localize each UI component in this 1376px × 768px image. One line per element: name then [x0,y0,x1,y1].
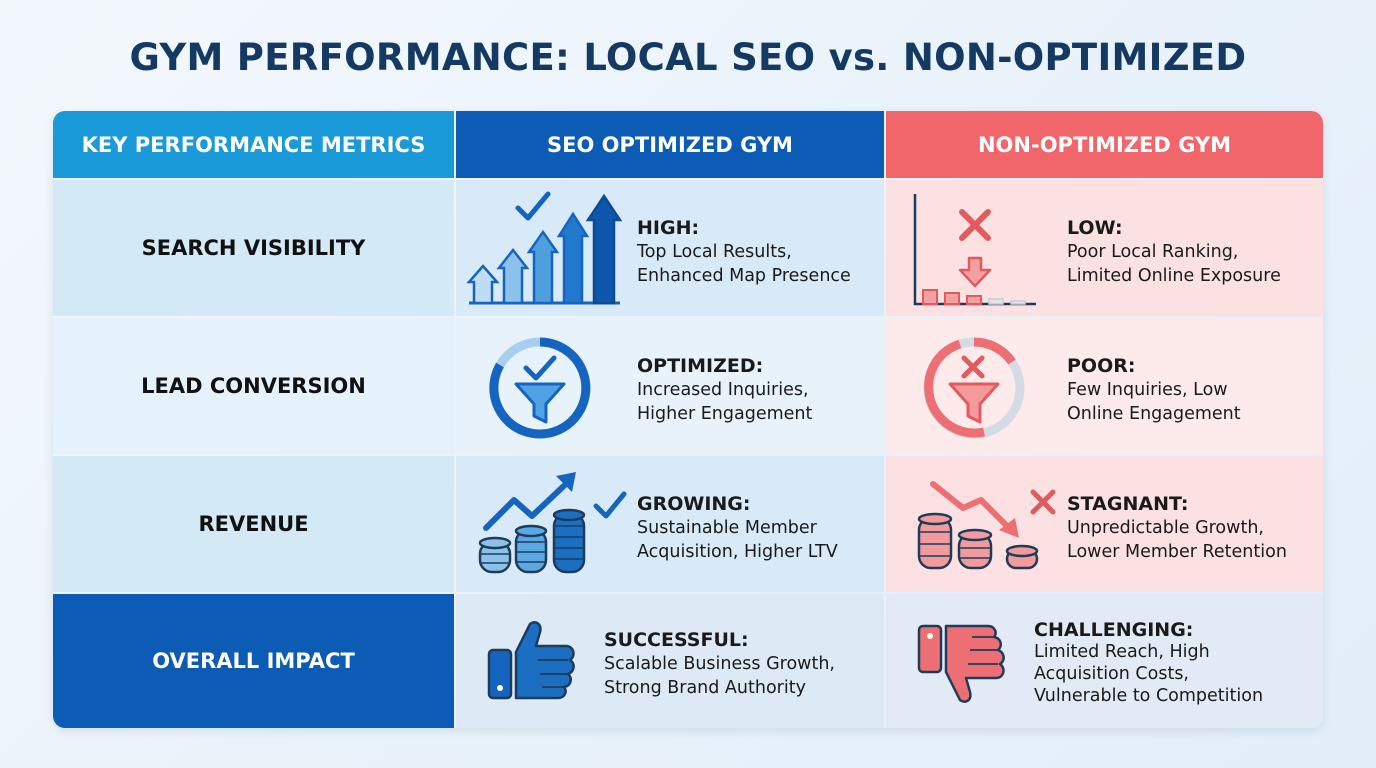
detail-line: Few Inquiries, Low [1067,380,1228,400]
status-heading: OPTIMIZED: [637,355,764,377]
seo-visibility-text: HIGH: Top Local Results, Enhanced Map Pr… [637,216,851,288]
status-heading: SUCCESSFUL: [604,629,749,651]
seo-revenue-text: GROWING: Sustainable Member Acquisition,… [637,492,838,564]
status-heading: GROWING: [637,493,751,515]
status-heading: CHALLENGING: [1034,619,1194,641]
decline-coins-x-icon [917,481,1056,570]
non-revenue-text: STAGNANT: Unpredictable Growth, Lower Me… [1067,492,1287,564]
detail-line: Acquisition Costs, [1034,664,1189,684]
status-heading: HIGH: [637,217,700,239]
seo-conversion-text: OPTIMIZED: Increased Inquiries, Higher E… [637,354,812,426]
non-conversion-text: POOR: Few Inquiries, Low Online Engageme… [1067,354,1241,426]
falling-bar-chart-x-icon [913,194,1036,306]
detail-line: Sustainable Member [637,518,817,538]
metric-label: SEARCH VISIBILITY [141,236,366,260]
rising-bar-chart-check-icon [466,191,622,305]
metric-revenue: REVENUE [53,456,454,592]
header-non-optimized: NON-OPTIMIZED GYM [886,111,1323,178]
funnel-check-ring-icon [489,337,591,439]
detail-line: Strong Brand Authority [604,678,806,698]
non-impact-text: CHALLENGING: Limited Reach, High Acquisi… [1034,619,1263,707]
detail-line: Unpredictable Growth, [1067,518,1264,538]
detail-line: Increased Inquiries, [637,380,809,400]
detail-line: Enhanced Map Presence [637,266,851,286]
page-title: GYM PERFORMANCE: LOCAL SEO vs. NON-OPTIM… [129,36,1247,79]
detail-line: Higher Engagement [637,404,813,424]
non-visibility-text: LOW: Poor Local Ranking, Limited Online … [1067,216,1281,288]
detail-line: Limited Reach, High [1034,642,1210,662]
metric-overall-impact: OVERALL IMPACT [53,594,454,728]
metric-label: OVERALL IMPACT [152,649,355,673]
detail-line: Online Engagement [1067,404,1241,424]
detail-line: Scalable Business Growth, [604,654,835,674]
detail-line: Acquisition, Higher LTV [637,542,838,562]
detail-line: Limited Online Exposure [1067,266,1281,286]
seo-impact-text: SUCCESSFUL: Scalable Business Growth, St… [604,628,835,700]
status-heading: LOW: [1067,217,1123,239]
comparison-table: KEY PERFORMANCE METRICS SEO OPTIMIZED GY… [53,111,1323,728]
status-heading: STAGNANT: [1067,493,1189,515]
detail-line: Poor Local Ranking, [1067,242,1239,262]
thumbs-down-icon [917,624,1005,703]
metric-search-visibility: SEARCH VISIBILITY [53,180,454,316]
header-seo: SEO OPTIMIZED GYM [456,111,884,178]
header-non-label: NON-OPTIMIZED GYM [977,132,1231,157]
detail-line: Vulnerable to Competition [1034,686,1264,706]
header-seo-label: SEO OPTIMIZED GYM [547,132,793,157]
detail-line: Top Local Results, [637,242,792,262]
metric-lead-conversion: LEAD CONVERSION [53,318,454,454]
growth-coins-check-icon [478,472,627,574]
thumbs-up-icon [487,621,575,700]
seo-search-visibility [456,180,884,316]
detail-line: Lower Member Retention [1067,542,1287,562]
non-revenue [886,456,1323,592]
metric-label: REVENUE [198,512,309,536]
header-metrics: KEY PERFORMANCE METRICS [53,111,454,178]
metric-label: LEAD CONVERSION [141,374,366,398]
funnel-x-ring-icon [923,337,1025,439]
status-heading: POOR: [1067,355,1136,377]
header-metrics-label: KEY PERFORMANCE METRICS [81,132,426,157]
